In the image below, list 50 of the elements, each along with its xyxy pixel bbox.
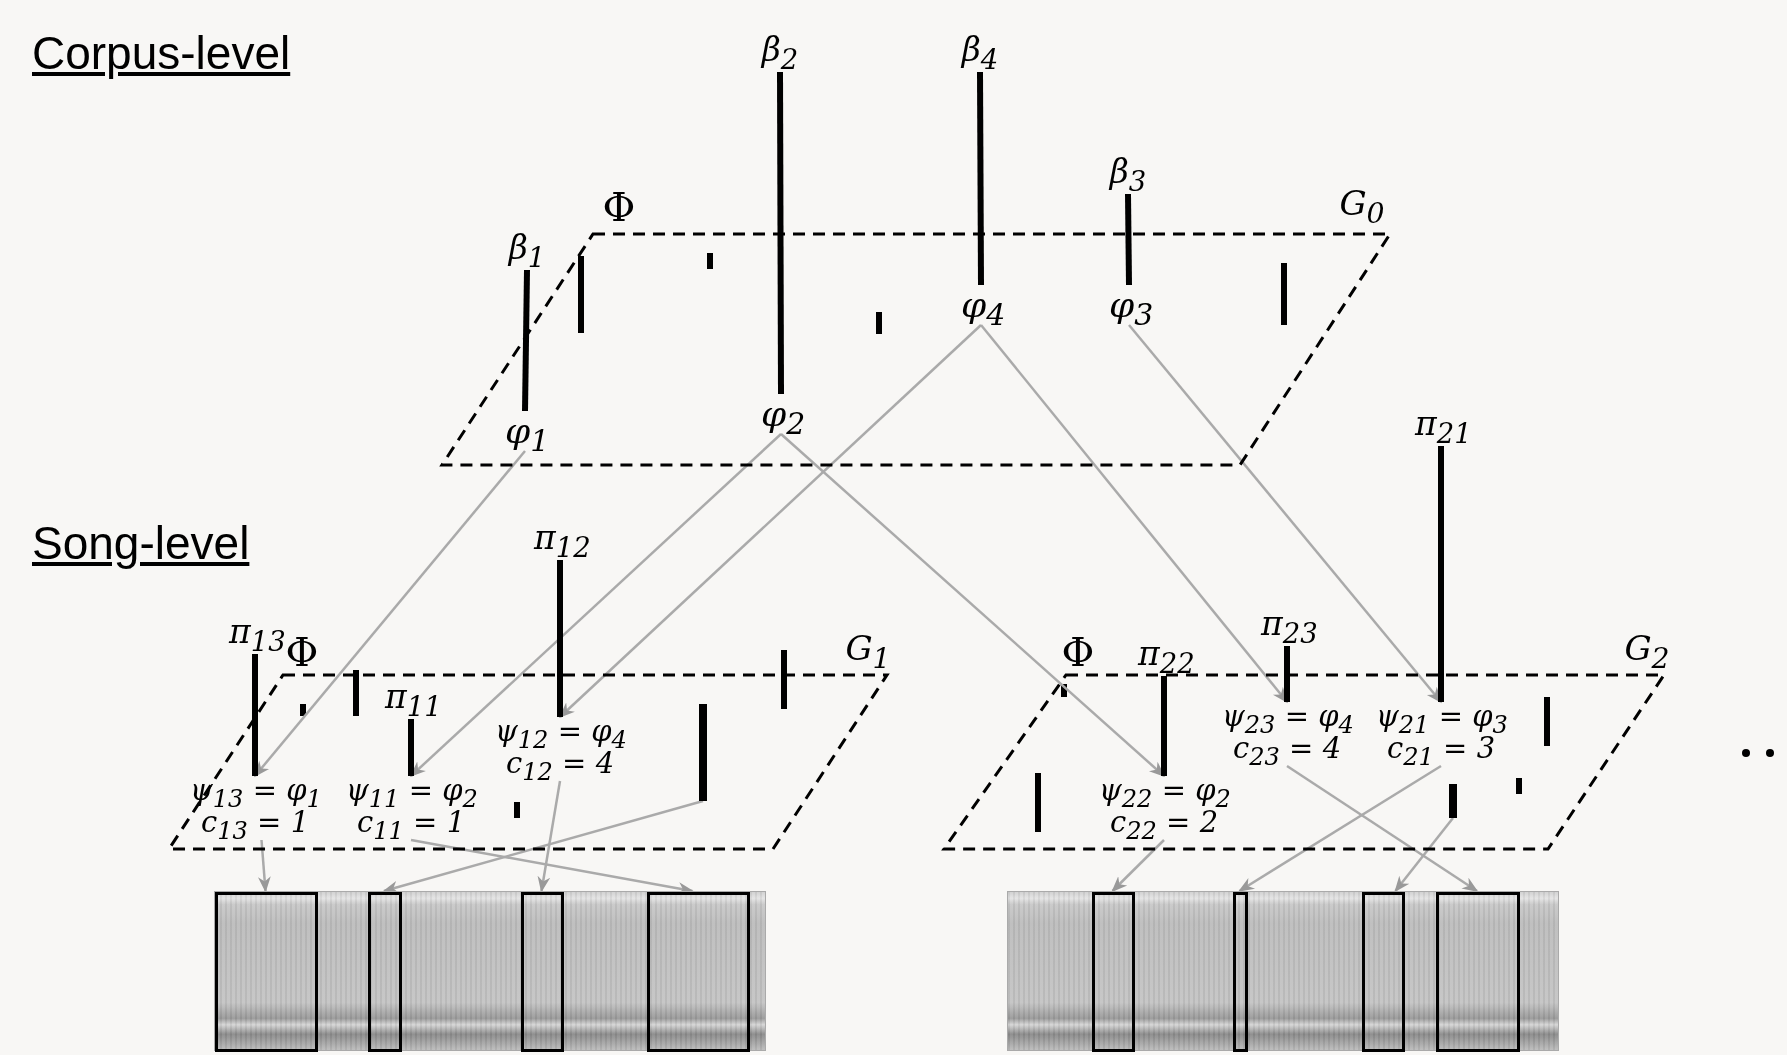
- equation-text: ψ$_{22}$ = φ$_{2}$: [1099, 776, 1229, 808]
- arrow: [1111, 839, 1165, 893]
- equation-text: ψ$_{23}$ = φ$_{4}$: [1222, 702, 1352, 734]
- variable-label: φ$_{2}$: [761, 394, 801, 434]
- equation-text: ψ$_{12}$ = φ$_{4}$: [495, 717, 625, 749]
- arrow: [409, 433, 782, 778]
- equation-text: c$_{12}$ = 4: [505, 749, 615, 781]
- spectrogram-image: [1007, 891, 1559, 1051]
- variable-label: φ$_{4}$: [961, 285, 1001, 325]
- segment-box: [368, 892, 402, 1052]
- segment-box: [1362, 892, 1405, 1052]
- arrow: [1238, 764, 1442, 893]
- arrow: [1394, 817, 1454, 893]
- segment-box: [1092, 892, 1135, 1052]
- arrow: [254, 450, 526, 778]
- arrow: [537, 780, 562, 893]
- stick-label: β$_{3}$: [1102, 150, 1154, 194]
- equation-text: ψ$_{11}$ = φ$_{2}$: [346, 776, 476, 808]
- stick-label: π$_{21}$: [1415, 402, 1467, 446]
- segment-box: [647, 892, 750, 1052]
- stick-label: β$_{2}$: [754, 28, 806, 72]
- segment-box: [1436, 892, 1520, 1052]
- arrow: [558, 324, 982, 719]
- plane-label: Φ: [1061, 632, 1095, 672]
- plane-label: G$_{0}$: [1339, 185, 1385, 229]
- variable-label: φ$_{1}$: [505, 411, 545, 451]
- equation-text: c$_{22}$ = 2: [1109, 808, 1219, 840]
- plane-label: G$_{2}$: [1624, 630, 1670, 674]
- segment-box: [521, 892, 564, 1052]
- arrow: [780, 433, 1166, 778]
- stick-label: β$_{1}$: [501, 226, 553, 270]
- equation-text: ψ$_{21}$ = φ$_{3}$: [1376, 702, 1506, 734]
- arrow: [258, 839, 271, 893]
- stick-label: β$_{4}$: [954, 28, 1006, 72]
- spectrogram-image: [214, 891, 766, 1051]
- equation-text: c$_{13}$ = 1: [200, 808, 310, 840]
- probability-stick: [699, 704, 707, 801]
- plane-label: Φ: [602, 187, 636, 227]
- probability-stick: [1449, 784, 1457, 818]
- arrow: [1286, 764, 1479, 893]
- segment-box: [215, 892, 318, 1052]
- arrow: [980, 324, 1288, 704]
- plane-label: Φ: [285, 632, 319, 672]
- equation-text: c$_{11}$ = 1: [356, 808, 466, 840]
- equation-text: c$_{23}$ = 4: [1232, 734, 1342, 766]
- segment-box: [1233, 892, 1248, 1052]
- equation-text: c$_{21}$ = 3: [1386, 734, 1496, 766]
- plane-label: G$_{1}$: [845, 630, 891, 674]
- arrow: [1128, 324, 1442, 704]
- stick-label: π$_{11}$: [385, 675, 437, 719]
